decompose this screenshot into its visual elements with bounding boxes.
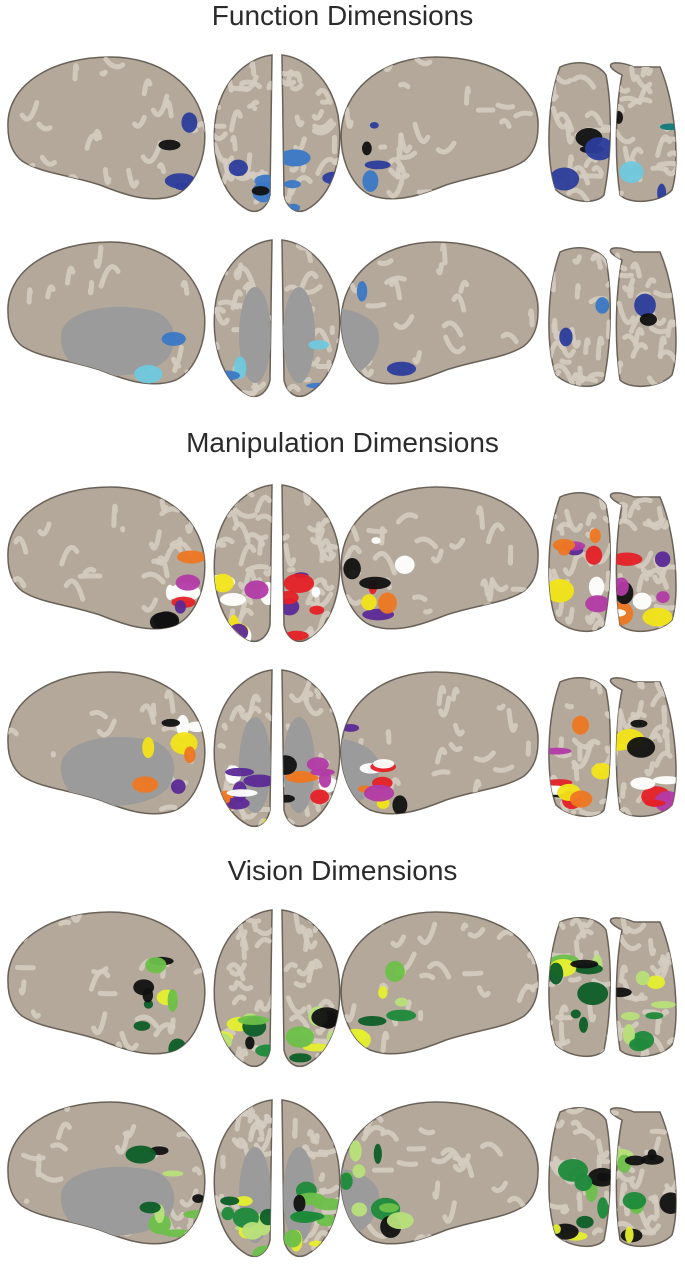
manipulation-medial-row xyxy=(0,660,685,827)
posterior-left-surface xyxy=(548,247,611,387)
left-hemisphere-surface xyxy=(7,486,206,630)
right-hemisphere-surface xyxy=(340,911,539,1055)
manipulation-lateral-row xyxy=(0,475,685,642)
left-hemisphere-surface xyxy=(7,241,206,385)
left-hemisphere-surface xyxy=(7,911,206,1055)
posterior-left-surface xyxy=(548,917,611,1057)
dorsal-left-surface xyxy=(213,669,273,827)
posterior-right-surface xyxy=(609,62,677,202)
posterior-left-surface xyxy=(548,492,611,632)
posterior-right-surface xyxy=(609,492,677,632)
posterior-left-surface xyxy=(548,62,611,202)
vision-medial-row xyxy=(0,1090,685,1257)
posterior-left-surface xyxy=(548,677,611,817)
posterior-left-surface xyxy=(548,1107,611,1247)
dorsal-right-surface xyxy=(281,54,341,212)
left-hemisphere-surface xyxy=(7,671,206,815)
posterior-right-surface xyxy=(609,1107,677,1247)
right-hemisphere-surface xyxy=(340,56,539,200)
right-hemisphere-surface xyxy=(340,486,539,630)
function-dimensions-title: Function Dimensions xyxy=(211,0,474,31)
dorsal-right-surface xyxy=(281,239,341,397)
vision-dimensions-title: Vision Dimensions xyxy=(227,855,458,886)
function-lateral-row xyxy=(0,45,685,212)
dorsal-right-surface xyxy=(281,1099,341,1257)
dorsal-left-surface xyxy=(213,484,273,642)
dorsal-left-surface xyxy=(213,239,273,397)
dorsal-right-surface xyxy=(281,669,341,827)
dorsal-left-surface xyxy=(213,54,273,212)
right-hemisphere-surface xyxy=(340,241,539,385)
posterior-right-surface xyxy=(609,247,677,387)
dorsal-left-surface xyxy=(213,1099,273,1257)
dorsal-left-surface xyxy=(213,909,273,1067)
left-hemisphere-surface xyxy=(7,56,206,200)
dorsal-right-surface xyxy=(281,484,341,642)
left-hemisphere-surface xyxy=(7,1101,206,1245)
posterior-right-surface xyxy=(609,917,677,1057)
vision-lateral-row xyxy=(0,900,685,1067)
right-hemisphere-surface xyxy=(340,1101,539,1245)
posterior-right-surface xyxy=(609,677,677,817)
manipulation-dimensions-title: Manipulation Dimensions xyxy=(186,427,499,458)
function-medial-row xyxy=(0,230,685,397)
